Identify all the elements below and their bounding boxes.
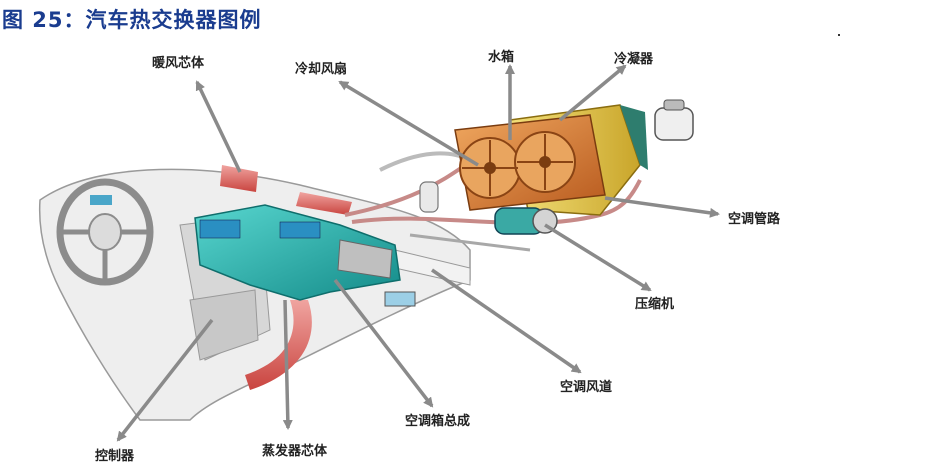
figure-title: 图 25：汽车热交换器图例 xyxy=(2,8,262,32)
label-evaporator-core: 蒸发器芯体 xyxy=(262,444,328,459)
coolant-reservoir xyxy=(654,99,694,141)
arrow-compressor xyxy=(544,223,652,292)
arrow-ac-pipeline xyxy=(604,196,720,218)
label-cooling-fan: 冷却风扇 xyxy=(295,62,348,77)
label-ac-duct: 空调风道 xyxy=(560,380,613,395)
hvac-box xyxy=(194,204,416,307)
receiver-drier xyxy=(419,181,439,213)
steering-wheel xyxy=(56,178,154,286)
arrow-condenser xyxy=(558,64,627,122)
label-ac-pipeline: 空调管路 xyxy=(728,212,781,227)
label-condenser: 冷凝器 xyxy=(614,52,654,67)
compressor-unit xyxy=(494,207,558,235)
arrow-ac-duct xyxy=(431,268,582,374)
label-radiator: 水箱 xyxy=(488,50,515,65)
arrow-controller xyxy=(116,318,214,442)
leader-arrows xyxy=(116,64,720,442)
red-ducts xyxy=(220,165,352,390)
arrow-heater-core xyxy=(195,80,242,173)
label-controller: 控制器 xyxy=(95,449,135,464)
label-hvac-box-assembly: 空调箱总成 xyxy=(405,414,471,429)
stray-dot xyxy=(838,34,840,36)
radiator-unit xyxy=(454,114,606,211)
arrow-hvac-box xyxy=(333,278,434,408)
arrow-cooling-fan xyxy=(338,80,479,167)
label-compressor: 压缩机 xyxy=(635,297,675,312)
arrow-evaporator-core xyxy=(282,299,293,430)
label-heater-core: 暖风芯体 xyxy=(152,56,205,71)
